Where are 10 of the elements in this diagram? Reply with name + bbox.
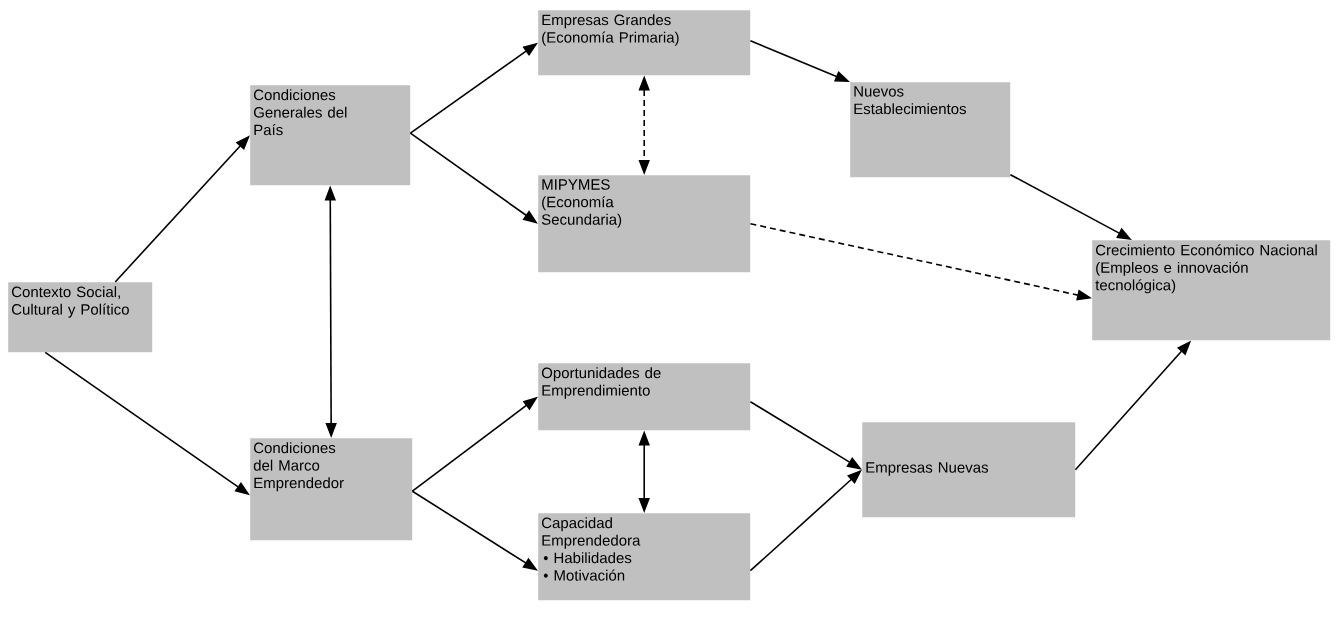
process-box: Condiciones del Marco Emprendedor	[250, 438, 413, 541]
process-box: MIPYMES (Economía Secundaria)	[538, 175, 751, 273]
process-box: Crecimiento Económico Nacional (Empleos e innovación tecnológica)	[1092, 240, 1331, 341]
process-box: Condiciones Generales del País	[250, 85, 411, 186]
process-box: Nuevos Establecimientos	[850, 82, 1011, 178]
process-box: Contexto Social, Cultural y Político	[8, 282, 153, 353]
process-box: Empresas Grandes (Economía Primaria)	[538, 10, 751, 76]
process-box: Empresas Nuevas	[862, 422, 1076, 518]
process-box: Oportunidades de Emprendimiento	[538, 363, 751, 431]
process-box: Capacidad Emprendedora • Habilidades • Motivación	[538, 513, 751, 601]
